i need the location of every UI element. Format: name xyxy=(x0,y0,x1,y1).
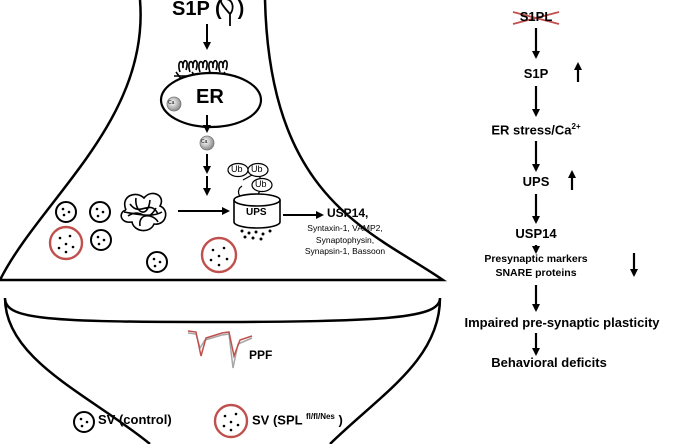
legend-mutant-suffix: ) xyxy=(334,412,343,428)
target-proteins-line-2: Synaptophysin, xyxy=(315,234,375,245)
vesicle-mutant xyxy=(200,236,238,274)
target-proteins-line-1: Syntaxin-1, VAMP2, xyxy=(307,223,383,233)
flow-er-stress-sup: 2+ xyxy=(571,122,581,131)
legend-control-label: SV (control) xyxy=(98,412,172,427)
ubiquitin-3 xyxy=(251,177,273,193)
flow-impaired: Impaired pre-synaptic plasticity xyxy=(464,315,660,330)
ppf-traces-icon xyxy=(187,330,253,369)
ups-label: UPS xyxy=(246,207,267,218)
flow-ups: UPS xyxy=(522,174,550,189)
vesicle-control xyxy=(55,201,77,223)
flow-markers-line: Presynaptic markers xyxy=(484,253,588,265)
peptide-fragments-icon xyxy=(240,229,272,241)
flow-behavior: Behavioral deficits xyxy=(491,355,607,370)
vesicle-control xyxy=(146,251,168,273)
legend-mutant-prefix: SV (SPL xyxy=(252,412,303,428)
flow-spl: S1PL xyxy=(519,9,553,24)
target-proteins: Syntaxin-1, VAMP2, Synaptophysin, Synaps… xyxy=(305,223,385,258)
calcium-ion-er xyxy=(166,96,182,112)
calcium-label-cytosol: Ca xyxy=(201,139,208,145)
s1p-title: S1P () xyxy=(172,0,244,21)
proteasome-cylinder xyxy=(233,193,281,229)
postsynaptic-membrane xyxy=(3,297,442,444)
calcium-ion-cytosol xyxy=(199,135,215,151)
ubiquitin-2 xyxy=(247,162,269,178)
protein-aggregate-icon xyxy=(120,192,167,232)
er-organelle xyxy=(159,71,263,129)
legend-mutant-sup: fl/fl/Nes xyxy=(305,412,335,421)
ubiquitin-label-1: Ub xyxy=(231,164,243,174)
vesicle-mutant xyxy=(48,225,84,261)
spl-cross-out xyxy=(512,11,560,25)
flow-er-stress-text: ER stress/Ca xyxy=(491,122,572,138)
presynaptic-terminal-outline xyxy=(0,0,448,282)
flow-markers: Presynaptic markers SNARE proteins xyxy=(484,252,587,280)
flow-er-stress: ER stress/Ca2+ xyxy=(491,122,580,137)
s1p-title-text: S1P ( xyxy=(172,0,222,20)
flow-usp14: USP14 xyxy=(515,226,557,241)
vesicle-control xyxy=(90,229,112,251)
flow-snare-line: SNARE proteins xyxy=(495,267,577,279)
ubiquitin-label-2: Ub xyxy=(251,164,263,174)
ppf-label: PPF xyxy=(249,348,273,362)
legend-vesicle-control-icon xyxy=(73,411,95,433)
s1p-molecule-icon xyxy=(220,0,234,26)
legend-vesicle-mutant-icon xyxy=(213,403,249,439)
s1p-title-close: ) xyxy=(237,0,245,20)
vesicle-group-terminal xyxy=(48,201,238,274)
legend-mutant-label: SV (SPL fl/fl/Nes ) xyxy=(252,412,343,427)
flow-s1p: S1P xyxy=(523,66,549,81)
usp14-label: USP14, xyxy=(327,206,369,220)
calcium-label-er: Ca xyxy=(168,100,175,106)
ubiquitin-label-3: Ub xyxy=(255,179,267,189)
er-label: ER xyxy=(196,86,224,108)
target-proteins-line-3: Synapsin-1, Bassoon xyxy=(304,246,386,256)
vesicle-control xyxy=(89,201,111,223)
right-flow-arrows xyxy=(532,28,638,356)
